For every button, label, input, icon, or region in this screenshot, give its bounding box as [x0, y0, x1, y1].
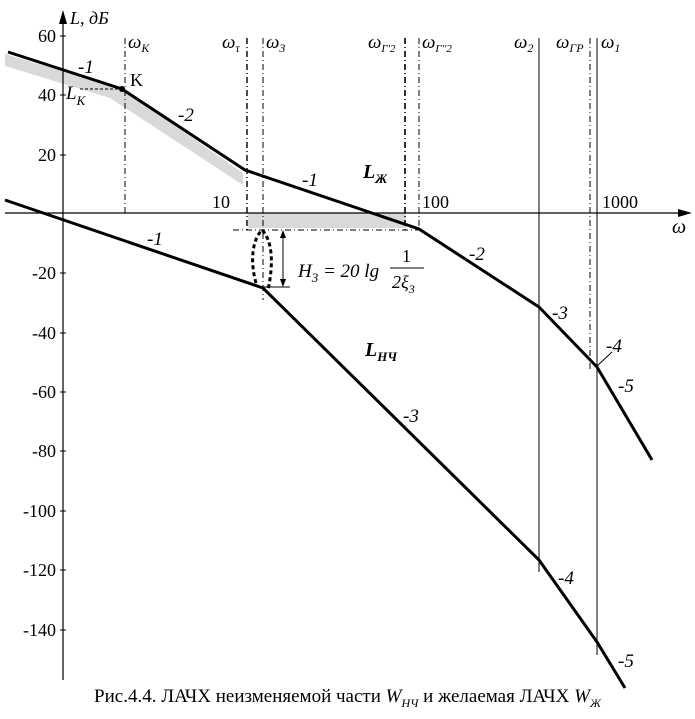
- lk-label: LK: [65, 83, 87, 108]
- y-tick-m20: -20: [32, 263, 56, 283]
- x-tick-10: 10: [212, 192, 230, 212]
- slope-n2: -3: [403, 406, 419, 427]
- label-wg2b: ωГ''2: [422, 32, 452, 55]
- h3-formula-lhs: H3 = 20 lg: [297, 261, 379, 285]
- shaded-band-mid: [248, 213, 406, 228]
- y-tick-m40: -40: [32, 323, 56, 343]
- point-k-marker: [119, 86, 125, 92]
- label-wk: ωК: [128, 32, 150, 55]
- y-tick-40: 40: [38, 85, 56, 105]
- slope-d5: -3: [552, 303, 568, 324]
- x-tick-1000: 1000: [602, 192, 638, 212]
- slope-d3: -1: [302, 170, 318, 191]
- point-k-label: K: [130, 70, 143, 90]
- y-tick-m120: -120: [23, 560, 56, 580]
- x-tick-100: 100: [422, 192, 449, 212]
- label-w2: ω2: [514, 32, 533, 55]
- slope-d7: -5: [618, 376, 634, 397]
- label-wt: ωτ: [222, 32, 240, 55]
- slope-d4: -2: [469, 244, 485, 265]
- slope-n4: -5: [618, 651, 634, 672]
- slope-d2: -2: [178, 105, 194, 126]
- label-wg2a: ωГ'2: [368, 32, 396, 55]
- curve-uncorrected: [4, 198, 627, 689]
- label-w3: ω3: [266, 32, 285, 55]
- x-axis-title: ω: [672, 216, 686, 238]
- curve-desired-label: LЖ: [362, 161, 388, 186]
- label-w1: ω1: [601, 32, 620, 55]
- y-tick-m100: -100: [23, 501, 56, 521]
- slope-d6-leader: [596, 351, 613, 367]
- y-tick-m80: -80: [32, 441, 56, 461]
- shaded-band-left: [5, 54, 243, 185]
- x-axis-arrow: [678, 209, 692, 217]
- y-tick-m60: -60: [32, 382, 56, 402]
- y-axis-title: L, дБ: [69, 8, 109, 28]
- h3-formula-den: 2ξ3: [392, 272, 415, 296]
- curve-uncorrected-label: LНЧ: [364, 339, 398, 364]
- y-axis-arrow: [59, 10, 67, 24]
- resonance-peak: [251, 227, 273, 291]
- h3-arrow-up: [280, 230, 286, 238]
- h3-arrow-down: [280, 279, 286, 287]
- slope-n3: -4: [558, 568, 574, 589]
- slope-d1: -1: [78, 57, 94, 78]
- y-tick-60: 60: [38, 26, 56, 46]
- label-wgr: ωГР: [556, 32, 584, 55]
- slope-n1: -1: [147, 229, 163, 250]
- y-tick-20: 20: [38, 145, 56, 165]
- slope-d6: -4: [606, 336, 622, 357]
- h3-formula-num: 1: [402, 246, 411, 266]
- figure-caption: Рис.4.4. ЛАЧХ неизменяемой части WНЧ и ж…: [94, 686, 601, 710]
- y-ticks: [60, 35, 66, 631]
- curve-desired: [7, 50, 654, 461]
- y-tick-m140: -140: [23, 620, 56, 640]
